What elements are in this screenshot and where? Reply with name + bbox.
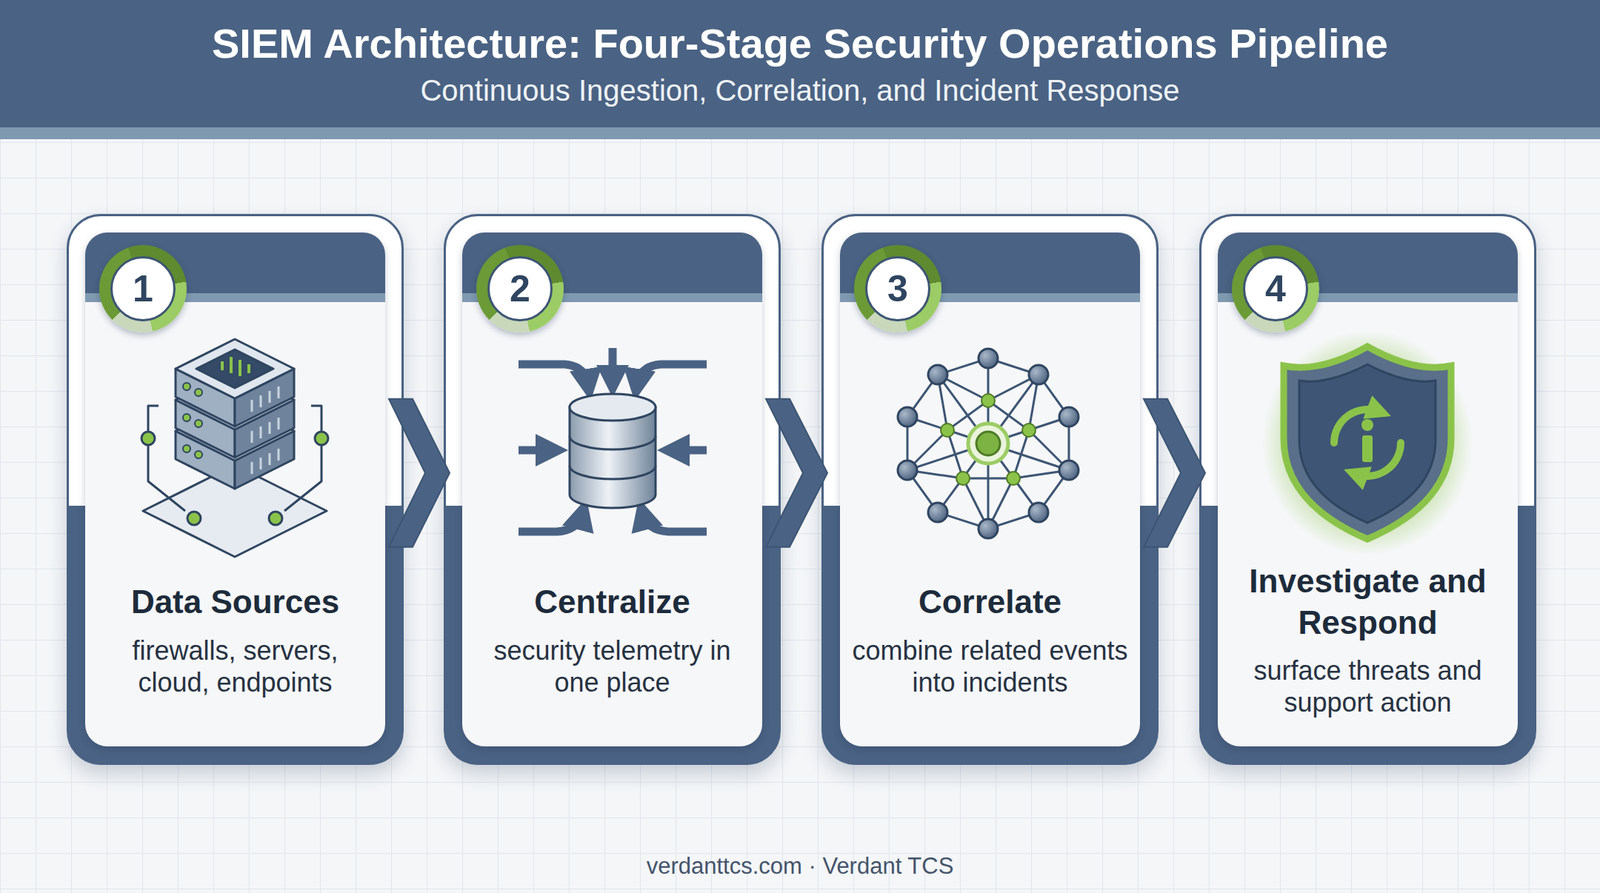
step-badge: 1 [99,245,187,333]
card-text: Investigate and Respond surface threats a… [1201,540,1535,740]
step-badge: 3 [854,245,942,333]
card-text: Centralize security telemetry in one plac… [445,540,779,740]
card-description: security telemetry in one place [471,634,754,699]
callout-number: 2 [509,267,531,311]
step-badge: 4 [1231,245,1320,333]
card-heading: Correlate [842,581,1139,623]
badge-face: 2 [487,256,553,322]
card-text: Correlate combine related events into inc… [823,540,1157,740]
stage-card: Correlate combine related events into inc… [821,214,1159,766]
footer-credit: verdanttcs.com · Verdant TCS [0,853,1600,880]
badge-face: 1 [110,256,176,322]
card-heading: Investigate and Respond [1220,560,1517,643]
badge-face: 3 [865,256,931,322]
database-icon [518,348,707,532]
flow-chevron [388,399,450,548]
card-description: firewalls, servers, cloud, endpoints [94,634,377,699]
callout-number: 4 [1265,267,1286,311]
subtitle: Continuous Ingestion, Correlation, and I… [0,74,1600,108]
callout-number: 3 [887,267,909,311]
card-description: surface threats and support action [1227,654,1509,719]
card-heading: Data Sources [87,581,384,623]
server-stack-icon [141,339,329,558]
flow-chevron [1143,399,1206,548]
header-stripe [0,127,1600,140]
step-badge: 2 [476,245,564,333]
shield-icon [1262,330,1473,556]
callout-number: 1 [132,267,154,311]
diagram-title: SIEM Architecture: Four-Stage Security O… [0,19,1600,68]
card-text: Data Sources firewalls, servers, cloud, e… [68,540,402,740]
badge-face: 4 [1242,256,1309,322]
card-description: combine related events into incidents [849,634,1132,699]
card-heading: Centralize [464,581,761,623]
flow-chevron [765,399,828,548]
network-icon [897,348,1079,539]
